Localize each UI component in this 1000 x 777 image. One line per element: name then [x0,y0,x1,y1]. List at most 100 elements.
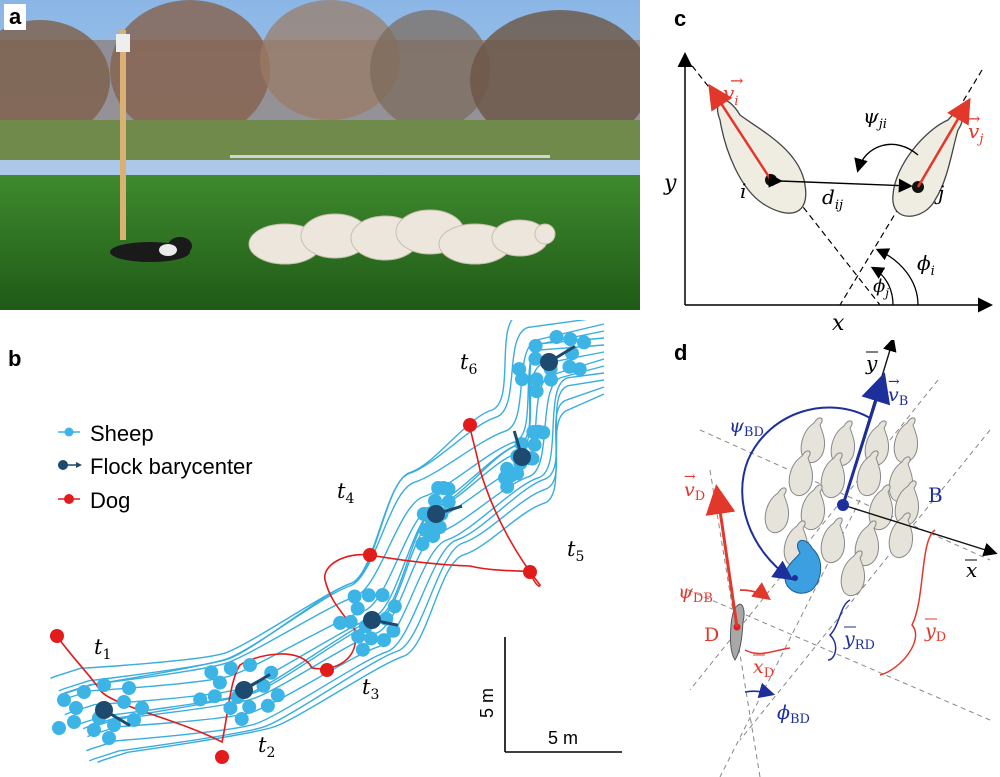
sheep-dot [549,330,564,344]
legend-barycenter-marker [58,460,68,470]
sheep-trajectory [73,351,605,727]
sheep-dot [207,689,222,704]
sheep-dot [527,437,542,452]
sheep-dot [563,332,578,347]
barycenter-dot [513,448,531,466]
time-label-t3: t3 [362,675,379,703]
time-label-t4: t4 [337,479,354,507]
scale-bar: 5 m 5 m [477,637,622,753]
trajectory-plot: Sheep Flock barycenter Dog t1 t2 t3 t4 t… [50,320,622,764]
sheep-dot [270,688,285,703]
sheep-trajectory [64,344,605,716]
tree-line [0,0,640,160]
sheep-dot [577,335,591,350]
sheep-dot [117,695,131,709]
velocity-vi-arrow [708,83,773,181]
sheep-dot [127,713,141,727]
phi-j-arc [870,266,894,306]
sheep-trajectory [60,330,605,696]
sheep-dot [529,384,544,399]
sheep-dot [193,692,208,707]
sheep-dot [441,482,456,496]
label-yD: yD [924,620,946,645]
flock-sheep-icon [764,487,789,534]
dog-dot-t6 [463,418,477,432]
sheep-dot [223,661,238,676]
velocity-vj-arrow [916,97,971,188]
flock-sheep-icons [764,417,919,597]
photo-dog-herding-sheep [0,0,640,310]
velocity-vD-arrow [705,484,739,628]
sheep-dot [243,658,257,672]
sheep-dot [375,588,390,602]
brace-yRD [827,599,851,661]
sheep-dot [242,699,257,714]
legend-barycenter: Flock barycenter [90,454,253,479]
flock-sheep-icon [840,550,865,597]
svg-text:→: → [888,374,900,390]
sheep-trajectory [87,372,605,738]
sheep-dot [351,629,366,644]
scale-horizontal-label: 5 m [548,728,578,748]
sheep-dot [387,599,402,614]
brace-yD [879,529,936,676]
sheep-dot [377,633,391,648]
sheep-dot [544,372,558,387]
label-psiBD: ψBD [729,415,764,440]
panel-letter-d: d [674,340,688,365]
dog-dot-t3 [320,663,334,677]
sheep-dot [343,614,358,629]
sheep-trajectory [85,379,605,752]
label-vD: vD [684,479,705,504]
legend: Sheep Flock barycenter Dog [58,421,253,513]
dog-dot-t2 [215,750,229,764]
dog-icon [730,603,745,661]
label-vi: vi [723,81,738,109]
sheep-dot [67,715,81,729]
flock-sheep-icon [856,450,881,497]
distance-dij-arrow [768,173,913,193]
sheep-dot [428,493,442,508]
svg-text:→: → [684,469,696,485]
sheep-dot [529,372,544,387]
label-psi-ji: ψji [863,104,887,132]
svg-text:→: → [730,71,743,90]
psi-ji-arc [854,143,919,173]
label-j: j [934,181,944,205]
sheep-dot [528,351,543,366]
interaction-schematic: y x vi → vj → ψji dij i j ϕi ϕj [663,52,993,336]
scale-vertical-label: 5 m [477,688,497,718]
label-yRD: yRD [843,628,875,653]
sheep-dot [355,642,370,657]
sheep-dot [512,362,527,377]
sheep-dot [260,698,275,713]
dog-dot-t5 [523,565,537,579]
sheep-dot [212,675,227,690]
sheep-dot [122,681,136,695]
label-dij: dij [822,185,843,213]
sheep-dot [107,718,121,732]
barycenter-B [837,499,849,511]
barycenter-dot [363,611,381,629]
label-ybar: y [865,351,878,375]
label-phi-i: ϕi [917,251,935,279]
label-xbar: x [966,558,977,582]
sheep-dot [364,631,379,646]
label-D: D [704,624,719,646]
sheep-dot [204,665,219,680]
phi-BD-arc [744,682,776,699]
xbar-axis [842,504,998,557]
dog-trajectory [56,424,541,744]
sheep-dot [87,723,101,737]
panel-letter-c: c [674,6,687,31]
sheep-trajectories [50,320,605,763]
flock-sheep-icon [820,452,845,499]
sheep-dot [500,461,515,476]
sheep-dot [234,712,249,726]
brace-xD [744,647,791,655]
sheep-dot [526,425,541,439]
sheep-dot [347,589,362,604]
panel-letter-b: b [8,346,22,371]
flock-sheep-icon [820,517,845,564]
dog-photo [110,237,192,262]
